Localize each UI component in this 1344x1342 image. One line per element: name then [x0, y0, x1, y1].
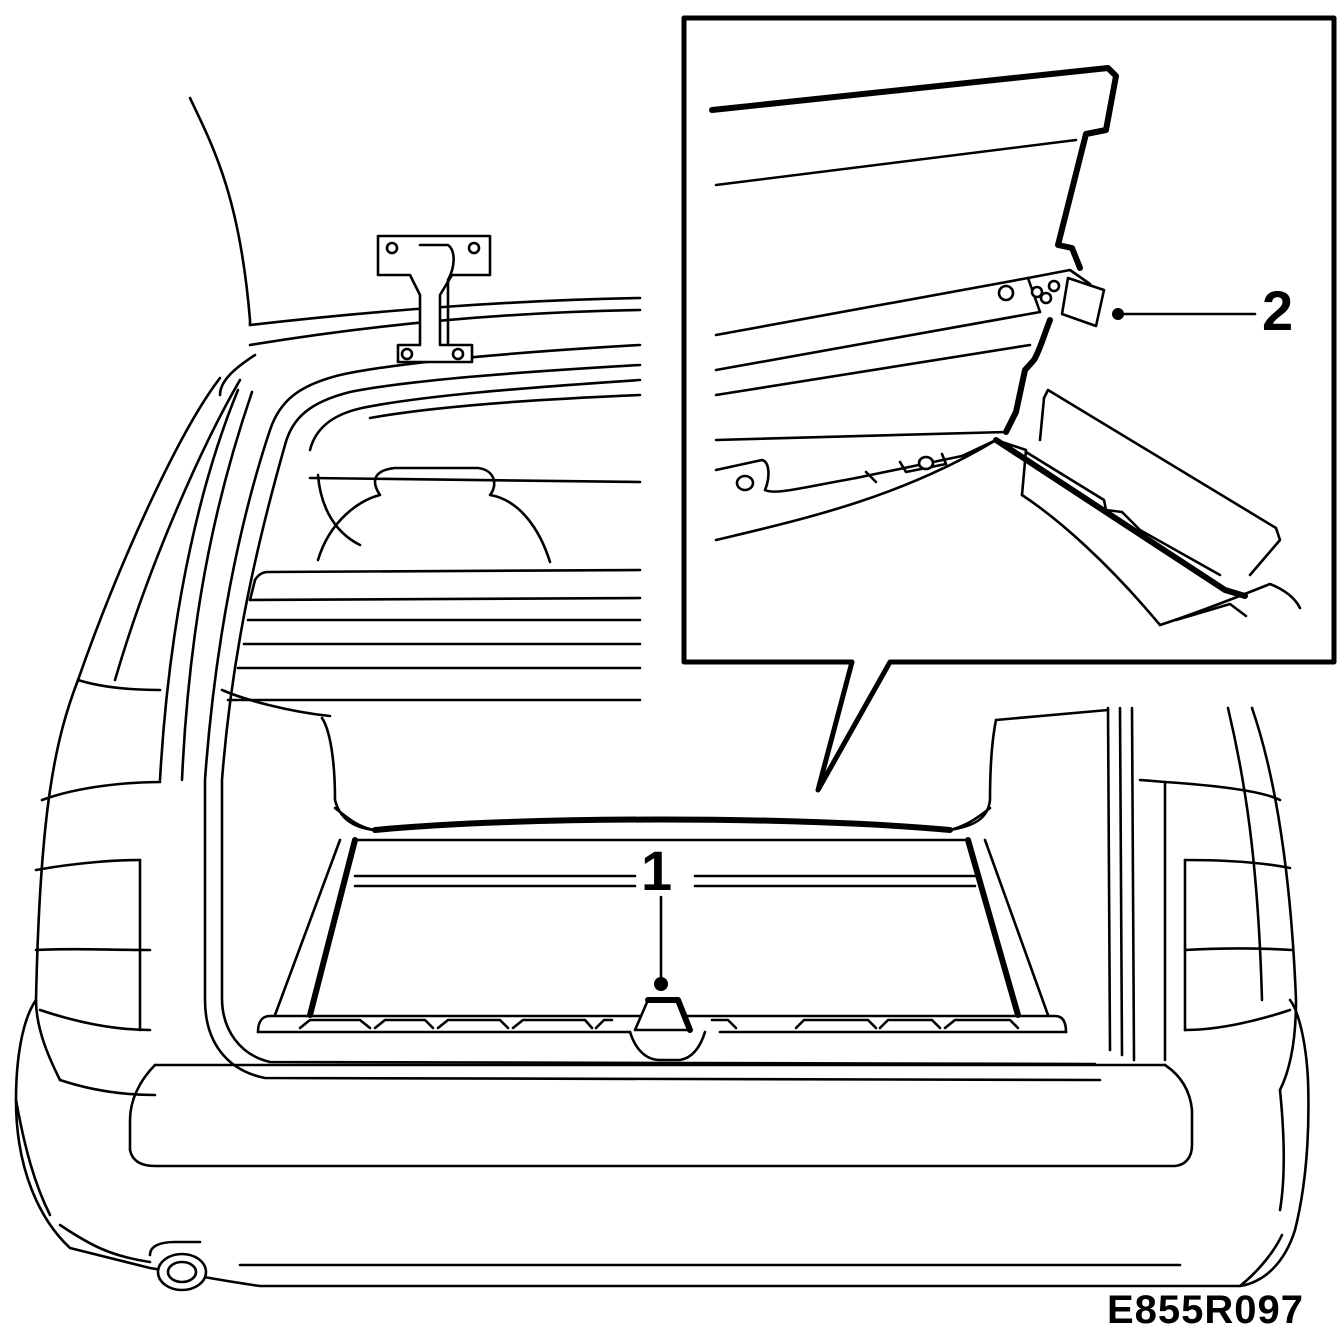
trunk-floor: [256, 708, 1110, 1062]
tailgate-hinge: [376, 234, 492, 364]
rear-bumper: [14, 998, 1310, 1292]
car-body: [34, 96, 1298, 1092]
callout-leaders: [654, 308, 1257, 991]
detail-inset: [681, 15, 1337, 793]
figure-code: E855R097: [1106, 1288, 1304, 1332]
rear-seat: [220, 466, 642, 718]
callout-label-2: 2: [1262, 279, 1294, 342]
callout-label-1: 1: [641, 839, 673, 902]
